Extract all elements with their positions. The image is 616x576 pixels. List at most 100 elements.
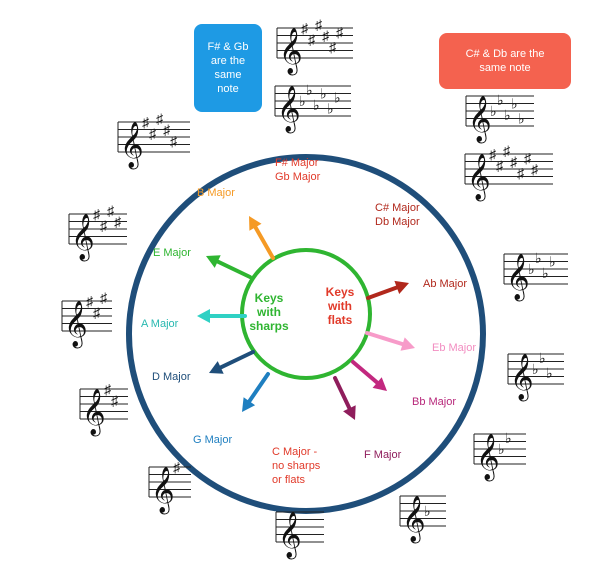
key-label-bb-line: Bb Major bbox=[412, 396, 456, 408]
flat-icon: ♭ bbox=[498, 441, 505, 457]
arrow-eb bbox=[365, 331, 415, 351]
sharp-icon: ♯ bbox=[104, 381, 112, 397]
staff-c: 𝄞 bbox=[275, 511, 324, 560]
callout-fsharp-gb-line: are the bbox=[210, 55, 246, 67]
arrow-shaft-e bbox=[215, 259, 252, 279]
treble-clef-icon: 𝄞 bbox=[151, 467, 175, 515]
key-label-b: B Major bbox=[197, 187, 235, 199]
key-label-csharp-line: Db Major bbox=[375, 216, 420, 228]
arrow-f bbox=[333, 376, 356, 420]
center-flats-line: with bbox=[327, 299, 352, 313]
key-signature-staves: 𝄞𝄞♯𝄞♯♯𝄞♯♯♯𝄞♯♯♯♯𝄞♯♯♯♯♯𝄞♯♯♯♯♯♯𝄞♭♭♭♭♭♭𝄞♯♯♯♯… bbox=[61, 16, 568, 560]
arrow-b bbox=[249, 216, 275, 260]
flat-icon: ♭ bbox=[532, 361, 539, 377]
treble-clef-icon: 𝄞 bbox=[402, 496, 426, 544]
treble-clef-icon: 𝄞 bbox=[277, 86, 301, 134]
sharp-icon: ♯ bbox=[517, 165, 525, 181]
key-label-eb-line: Eb Major bbox=[432, 342, 476, 354]
staff-ab: 𝄞♭♭♭♭ bbox=[503, 250, 568, 302]
staff-f: 𝄞♭ bbox=[399, 495, 446, 544]
sharp-icon: ♯ bbox=[149, 125, 157, 141]
key-label-e-line: E Major bbox=[153, 247, 191, 259]
sharp-icon: ♯ bbox=[489, 146, 497, 162]
arrow-shaft-eb bbox=[365, 331, 405, 347]
sharp-icon: ♯ bbox=[163, 122, 171, 138]
key-label-a-line: A Major bbox=[141, 318, 179, 330]
sharp-icon: ♯ bbox=[531, 161, 539, 177]
flat-icon: ♭ bbox=[306, 82, 313, 98]
key-label-eb: Eb Major bbox=[432, 342, 476, 354]
staff-a: 𝄞♯♯♯ bbox=[61, 289, 112, 349]
key-label-ab: Ab Major bbox=[423, 278, 467, 290]
callout-csharp-db: C# & Db are the same note bbox=[439, 33, 571, 89]
sharp-icon: ♯ bbox=[111, 392, 119, 408]
sharp-icon: ♯ bbox=[170, 133, 178, 149]
sharp-icon: ♯ bbox=[173, 459, 181, 475]
center-flats-line: flats bbox=[328, 313, 353, 327]
key-label-c-line: C Major - bbox=[272, 446, 318, 458]
callout-csharp-db-line: same note bbox=[479, 62, 531, 74]
staff-d: 𝄞♯♯ bbox=[79, 381, 128, 437]
flat-icon: ♭ bbox=[546, 365, 553, 381]
staff-db: 𝄞♭♭♭♭♭ bbox=[465, 92, 534, 144]
sharp-icon: ♯ bbox=[496, 157, 504, 173]
sharp-icon: ♯ bbox=[315, 16, 323, 32]
treble-clef-icon: 𝄞 bbox=[278, 512, 302, 560]
key-label-a: A Major bbox=[141, 318, 179, 330]
sharp-icon: ♯ bbox=[329, 39, 337, 55]
sharp-icon: ♯ bbox=[336, 24, 344, 40]
staff-e: 𝄞♯♯♯♯ bbox=[68, 202, 127, 262]
flat-icon: ♭ bbox=[518, 111, 525, 127]
key-label-g: G Major bbox=[193, 434, 232, 446]
flat-icon: ♭ bbox=[327, 101, 334, 117]
sharp-icon: ♯ bbox=[510, 154, 518, 170]
key-label-d-line: D Major bbox=[152, 371, 191, 383]
flat-icon: ♭ bbox=[299, 93, 306, 109]
sharp-icon: ♯ bbox=[308, 31, 316, 47]
treble-clef-icon: 𝄞 bbox=[506, 254, 530, 302]
arrow-shaft-bb bbox=[351, 360, 380, 385]
treble-clef-icon: 𝄞 bbox=[279, 28, 303, 76]
sharp-icon: ♯ bbox=[114, 214, 122, 230]
arrow-head-d bbox=[209, 361, 224, 374]
flat-icon: ♭ bbox=[504, 107, 511, 123]
key-label-f-line: F Major bbox=[364, 449, 402, 461]
staff-eb: 𝄞♭♭♭ bbox=[507, 350, 564, 402]
center-sharps-line: with bbox=[256, 305, 281, 319]
staff-fsharp: 𝄞♯♯♯♯♯♯ bbox=[276, 16, 353, 76]
callout-fsharp-gb-line: same bbox=[214, 69, 242, 81]
arrow-e bbox=[206, 255, 252, 279]
callout-fsharp-gb-line: note bbox=[217, 83, 239, 95]
staff-csharp: 𝄞♯♯♯♯♯♯♯ bbox=[464, 142, 553, 202]
center-sharps-line: Keys bbox=[255, 291, 284, 305]
arrow-head-f bbox=[343, 405, 356, 420]
staff-g: 𝄞♯ bbox=[148, 459, 191, 515]
arrow-head-ab bbox=[394, 280, 409, 294]
sharp-icon: ♯ bbox=[100, 289, 108, 305]
flat-icon: ♭ bbox=[539, 350, 546, 366]
treble-clef-icon: 𝄞 bbox=[468, 96, 492, 144]
flat-icon: ♭ bbox=[320, 86, 327, 102]
arrow-ab bbox=[366, 280, 409, 300]
sharp-icon: ♯ bbox=[142, 114, 150, 130]
sharp-icon: ♯ bbox=[93, 304, 101, 320]
arrow-shaft-g bbox=[247, 372, 270, 404]
sharp-icon: ♯ bbox=[503, 142, 511, 158]
flat-icon: ♭ bbox=[505, 430, 512, 446]
key-label-d: D Major bbox=[152, 371, 191, 383]
sharp-icon: ♯ bbox=[93, 206, 101, 222]
staff-b: 𝄞♯♯♯♯♯ bbox=[117, 110, 190, 170]
flat-icon: ♭ bbox=[497, 92, 504, 108]
arrow-head-g bbox=[242, 397, 256, 412]
sharp-icon: ♯ bbox=[156, 110, 164, 126]
flat-icon: ♭ bbox=[511, 96, 518, 112]
key-label-bb: Bb Major bbox=[412, 396, 456, 408]
flat-icon: ♭ bbox=[334, 89, 341, 105]
flat-icon: ♭ bbox=[490, 103, 497, 119]
flat-icon: ♭ bbox=[528, 261, 535, 277]
